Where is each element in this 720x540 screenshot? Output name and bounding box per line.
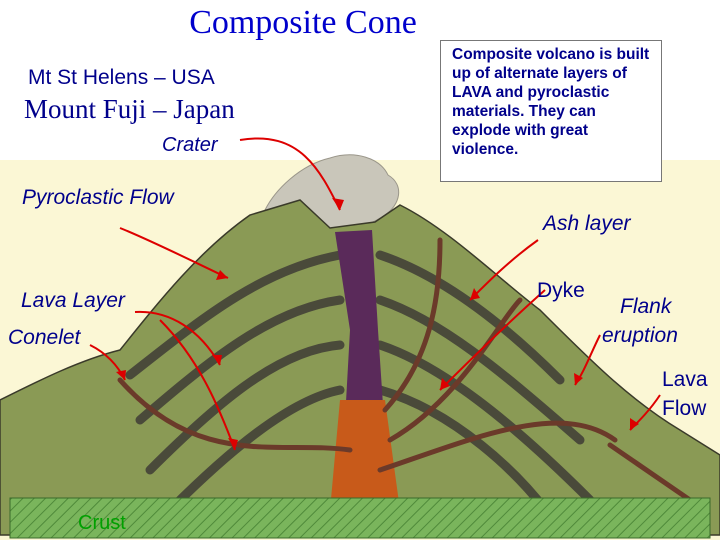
label-crater: Crater: [162, 134, 218, 156]
description-box: Composite volcano is built up of alterna…: [440, 40, 662, 182]
label-flank: Flank: [620, 295, 672, 318]
page-title: Composite Cone: [189, 4, 417, 41]
label-pyroclastic-flow: Pyroclastic Flow: [22, 186, 174, 209]
label-dyke: Dyke: [537, 279, 585, 302]
dykes: [117, 237, 693, 503]
crust-layer: [9, 497, 711, 539]
label-eruption: eruption: [602, 324, 678, 347]
label-conelet: Conelet: [8, 326, 81, 349]
label-flow: Flow: [662, 397, 707, 420]
location-mt-st-helens: Mt St Helens – USA: [28, 66, 215, 89]
lava-layers: [125, 250, 595, 535]
vent-lower: [330, 400, 400, 510]
arrow-heads: [116, 198, 639, 450]
label-crust: Crust: [78, 512, 126, 534]
label-lava-layer: Lava Layer: [21, 289, 125, 312]
label-lava: Lava: [662, 368, 708, 391]
location-mount-fuji: Mount Fuji – Japan: [24, 94, 235, 124]
label-ash-layer: Ash layer: [543, 212, 631, 235]
